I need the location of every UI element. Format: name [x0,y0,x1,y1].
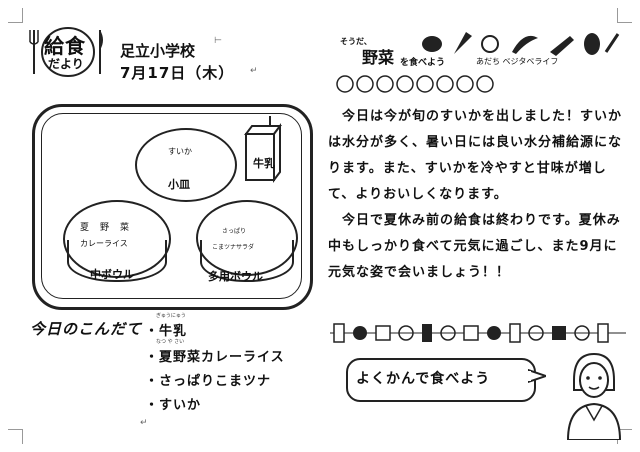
vegetables-icon [422,32,620,56]
vegetable-slogan-main: 野菜 [362,48,395,67]
tray-outer [32,104,313,310]
kondate-title: 今日のこんだて [30,320,143,338]
multi-bowl-label: 多用ボウル [208,270,263,283]
issue-date: 7月17日（木） [120,64,235,82]
return-mark-bottom: ↵ [140,418,148,428]
middle-bowl-line2: カレーライス [80,239,128,248]
small-dish [135,128,237,202]
middle-bowl-label: 中ボウル [90,268,134,281]
speech-tail-icon [528,368,546,384]
menu-item-salad: ・さっぱりこまツナ [145,374,272,389]
menu-item-curry: ・夏野菜カレーライス [145,350,285,365]
illustration-band-icon [330,323,626,343]
school-name: 足立小学校 [120,42,196,60]
article-paragraph-watermelon: 今日は今が旬のすいかを出しました！すいかは水分が多く、暑い日には良い水分補給源に… [328,109,623,202]
milk-label: 牛乳 [253,157,275,170]
small-dish-label: 小皿 [168,178,190,191]
multi-bowl-line2: こまツナサラダ [212,244,255,251]
vegetable-campaign-name: あだち ベジタベライフ [476,57,559,66]
vegetable-slogan-tail: を食べよう [400,58,446,68]
crop-mark-bottom-left [8,429,23,444]
small-dish-item: すいか [168,147,192,156]
chew-slogan: よくかんで食べよう [356,371,491,387]
article-body: 今日は今が旬のすいかを出しました！すいかは水分が多く、暑い日には良い水分補給源に… [328,104,628,286]
crop-mark-top-left [8,8,23,23]
article-paragraph-summer: 今日で夏休み前の給食は終わりです。夏休み中もしっかり食べて元気に過ごし、また9月… [328,213,621,280]
crop-mark-top-right [617,8,632,23]
middle-bowl-base [67,240,167,282]
vegetable-slogan-lead: そうだ、 [340,37,372,46]
menu-item-watermelon: ・すいか [145,398,202,413]
logo-subtitle: だより [48,57,84,71]
milk-carton-icon [244,116,282,183]
tray-inner [41,113,302,299]
ruby-milk: ぎゅうにゅう [156,313,186,319]
cursor-mark: ⊢ [214,36,222,46]
teacher-figure-icon [566,352,622,440]
multi-bowl-base [200,240,294,282]
fork-icon [29,27,103,77]
ruby-summer-veg: なつ や さい [156,339,185,345]
menu-item-milk: ・牛乳 [145,324,188,339]
vegetable-characters-icon [336,75,494,93]
middle-bowl-line1: 夏 野 菜 [80,223,131,233]
return-mark: ↵ [250,66,258,76]
multi-bowl-line1: さっぱり [222,228,247,235]
logo-title: 給食 [44,34,86,58]
